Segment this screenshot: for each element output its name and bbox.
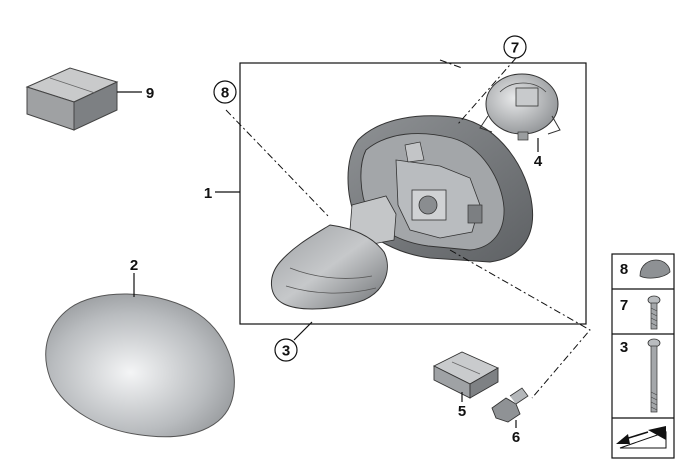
callout-5: 5 xyxy=(458,403,466,420)
leader-3 xyxy=(293,321,313,341)
callout-3-circle xyxy=(274,338,298,362)
legend-grommet-icon xyxy=(639,259,671,279)
callout-2: 2 xyxy=(130,257,138,274)
part-6-connector xyxy=(491,387,529,423)
legend-short-screw-icon xyxy=(647,295,661,330)
legend-wedge-arrow-icon xyxy=(616,426,667,449)
callout-7-circle xyxy=(503,35,527,59)
dash-leader-connector xyxy=(449,249,591,399)
callout-7: 7 xyxy=(511,40,519,57)
assembly-frame xyxy=(239,62,587,325)
part-2-mirror-cap xyxy=(45,293,235,438)
callout-1: 1 xyxy=(204,185,212,202)
callout-3: 3 xyxy=(282,343,290,360)
parts-legend: 8 7 3 xyxy=(611,253,675,459)
legend-label-7: 7 xyxy=(620,297,628,314)
part-4-adjustment-motor xyxy=(479,73,561,141)
legend-long-screw-icon xyxy=(647,338,661,413)
part-9-box xyxy=(25,67,119,131)
dash-leader-top xyxy=(439,59,463,69)
dash-leader-8 xyxy=(225,109,331,219)
callout-8: 8 xyxy=(221,85,229,102)
callout-6: 6 xyxy=(512,429,520,446)
legend-label-8: 8 xyxy=(620,261,628,278)
legend-label-3: 3 xyxy=(620,339,628,356)
callout-4: 4 xyxy=(534,153,543,170)
part-1-mirror-housing xyxy=(271,115,534,310)
callout-9: 9 xyxy=(146,85,154,102)
callout-8-circle xyxy=(213,80,237,104)
part-5-control-module xyxy=(432,351,499,399)
